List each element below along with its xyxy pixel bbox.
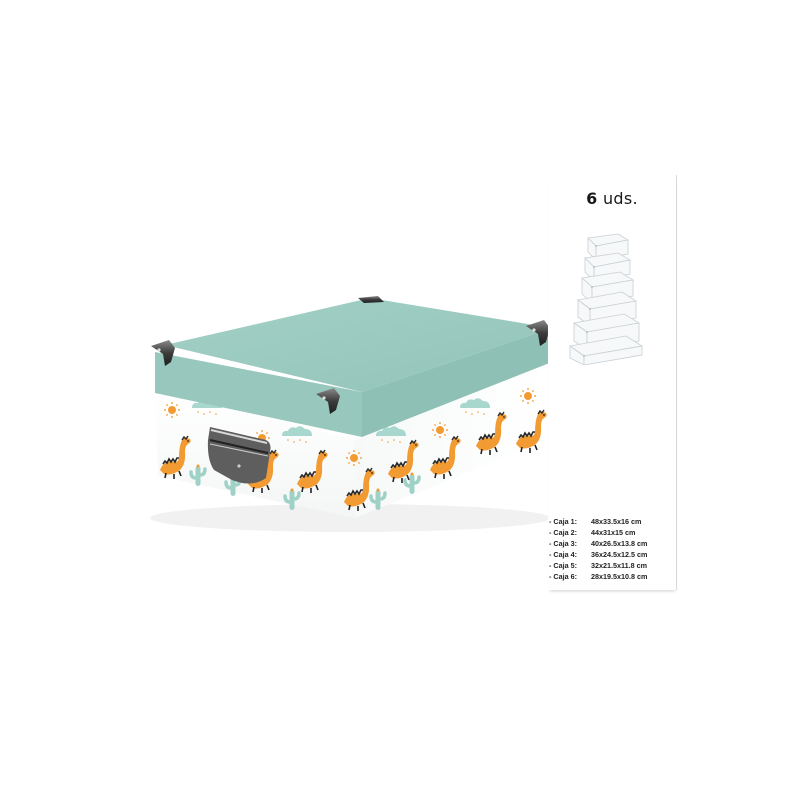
nested-boxes-illustration — [568, 233, 644, 365]
size-list: - Caja 1: 48x33.5x16 cm - Caja 2: 44x31x… — [548, 516, 676, 582]
handle — [207, 427, 271, 484]
size-label: - Caja 2: — [549, 528, 577, 537]
size-label: - Caja 5: — [549, 561, 577, 570]
size-label: - Caja 6: — [549, 572, 577, 581]
size-value: 44x31x15 cm — [591, 528, 636, 537]
pack-count-label: 6 uds. — [548, 189, 676, 208]
size-label: - Caja 1: — [549, 517, 577, 526]
product-info-card: 6 uds. — [548, 175, 677, 590]
size-row: - Caja 4: 36x24.5x12.5 cm — [548, 549, 676, 560]
size-label: - Caja 4: — [549, 550, 577, 559]
size-value: 32x21.5x11.8 cm — [591, 561, 647, 570]
size-value: 28x19.5x10.8 cm — [591, 572, 648, 581]
size-row: - Caja 2: 44x31x15 cm — [548, 527, 676, 538]
size-value: 48x33.5x16 cm — [591, 517, 642, 526]
size-label: - Caja 3: — [549, 539, 577, 548]
size-row: - Caja 3: 40x26.5x13.8 cm — [548, 538, 676, 549]
pack-count-unit: uds. — [602, 189, 638, 208]
pack-count-number: 6 — [586, 189, 598, 208]
size-value: 40x26.5x13.8 cm — [591, 539, 648, 548]
size-row: - Caja 1: 48x33.5x16 cm — [548, 516, 676, 527]
size-row: - Caja 6: 28x19.5x10.8 cm — [548, 571, 676, 582]
size-row: - Caja 5: 32x21.5x11.8 cm — [548, 560, 676, 571]
size-value: 36x24.5x12.5 cm — [591, 550, 648, 559]
